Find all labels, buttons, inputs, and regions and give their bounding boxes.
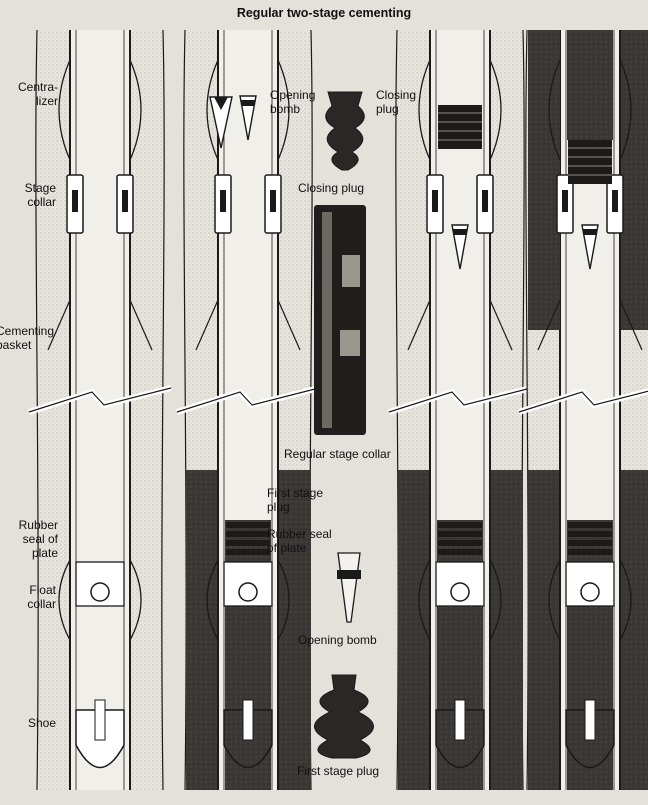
shoe-bore bbox=[454, 699, 466, 741]
centralizer-bow bbox=[129, 559, 142, 641]
wellbore-2 bbox=[176, 29, 320, 791]
diagram-title: Regular two-stage cementing bbox=[236, 6, 412, 20]
centralizer-bow bbox=[58, 59, 71, 161]
opening-bomb-bottom-band bbox=[337, 570, 361, 579]
wellbore-3 bbox=[388, 29, 532, 791]
closing-plug bbox=[438, 105, 482, 149]
float-valve-ball bbox=[450, 582, 470, 602]
opening-bomb-band bbox=[241, 100, 255, 106]
wellbore-4 bbox=[518, 29, 648, 791]
stage-collar-port bbox=[562, 190, 568, 212]
stage-collar-port bbox=[122, 190, 128, 212]
stage-collar-port-part bbox=[342, 255, 360, 287]
centralizer-bow bbox=[489, 59, 502, 161]
centralizer-bow bbox=[418, 559, 431, 641]
stage-collar-port bbox=[270, 190, 276, 212]
rubber-seal-rib bbox=[438, 522, 482, 528]
stage-collar-port bbox=[432, 190, 438, 212]
centralizer-bow bbox=[489, 559, 502, 641]
centralizer-bow bbox=[619, 559, 632, 641]
first-stage-plug-part bbox=[314, 674, 374, 759]
casing-interior bbox=[70, 30, 130, 790]
rubber-seal-rib bbox=[226, 531, 270, 537]
label-rubber-seal-mid: Rubber seal of plate bbox=[267, 527, 332, 555]
label-stage-collar: Stage collar bbox=[24, 181, 56, 209]
opening-bomb bbox=[239, 95, 257, 141]
label-closing-plug-top: Closing plug bbox=[376, 88, 417, 116]
label-cementing-basket: Cementing basket bbox=[0, 324, 55, 352]
rubber-seal-rib bbox=[438, 540, 482, 546]
annulus-cement-right bbox=[279, 470, 311, 790]
closing-plug bbox=[568, 140, 612, 184]
rubber-seal-rib bbox=[226, 540, 270, 546]
stage-collar-port bbox=[220, 190, 226, 212]
label-opening-bomb-top: Opening bomb bbox=[270, 88, 316, 116]
break-line bbox=[176, 387, 320, 413]
shoe-bore bbox=[94, 699, 106, 741]
centralizer-bow bbox=[418, 59, 431, 161]
label-first-stage-plug-bottom: First stage plug bbox=[297, 764, 380, 778]
centralizer-bow bbox=[277, 559, 290, 641]
cementing-basket bbox=[47, 299, 153, 351]
centralizer-bow bbox=[548, 559, 561, 641]
annulus-cement-upper-right bbox=[621, 30, 648, 330]
float-valve-ball bbox=[90, 582, 110, 602]
label-closing-plug-mid: Closing plug bbox=[298, 181, 365, 195]
centralizer-bow bbox=[58, 559, 71, 641]
label-regular-stage-collar: Regular stage collar bbox=[284, 447, 391, 461]
rubber-seal-rib bbox=[568, 549, 612, 555]
shoe-bore bbox=[242, 699, 254, 741]
rubber-seal-rib bbox=[226, 522, 270, 528]
rubber-seal-rib bbox=[438, 531, 482, 537]
opening-bomb-band bbox=[453, 229, 467, 235]
annulus-cement-right bbox=[491, 470, 523, 790]
regular-stage-collar-part bbox=[314, 205, 366, 435]
opening-bomb bbox=[581, 224, 599, 270]
centralizer-bow bbox=[206, 59, 219, 161]
rubber-seal-rib bbox=[568, 522, 612, 528]
rubber-seal-rib bbox=[226, 549, 270, 555]
opening-bomb bbox=[451, 224, 469, 270]
break-line bbox=[518, 390, 648, 413]
opening-bomb-bottom-part bbox=[337, 552, 361, 623]
rubber-seal-rib bbox=[568, 531, 612, 537]
label-opening-bomb-bottom: Opening bomb bbox=[298, 633, 377, 647]
cementing-basket bbox=[407, 299, 513, 351]
borehole-wall-right bbox=[161, 29, 165, 791]
centralizer-bow bbox=[206, 559, 219, 641]
centralizer-bow bbox=[277, 59, 290, 161]
label-float-collar: Float collar bbox=[27, 583, 56, 611]
stage-collar-port bbox=[482, 190, 488, 212]
centralizer-bow bbox=[619, 59, 632, 161]
label-rubber-seal-left: Rubber seal of plate bbox=[18, 518, 58, 560]
stage-collar-port-part bbox=[340, 330, 360, 356]
opening-bomb-band bbox=[583, 229, 597, 235]
break-line bbox=[388, 387, 532, 413]
opening-bomb-tip bbox=[214, 97, 228, 110]
break-line bbox=[28, 387, 172, 413]
float-valve-ball bbox=[580, 582, 600, 602]
shoe-bore bbox=[584, 699, 596, 741]
float-valve-ball bbox=[238, 582, 258, 602]
stage-collar-port bbox=[72, 190, 78, 212]
closing-plug-part bbox=[325, 91, 365, 171]
cementing-basket bbox=[537, 299, 643, 351]
wellbore-1 bbox=[28, 29, 172, 791]
borehole-wall-left bbox=[35, 29, 39, 791]
label-centralizer: Centra- lizer bbox=[17, 80, 58, 108]
centralizer-bow bbox=[129, 59, 142, 161]
centralizer-bow bbox=[548, 59, 561, 161]
rubber-seal-rib bbox=[438, 549, 482, 555]
annulus-cement-upper-left bbox=[528, 30, 560, 330]
label-first-stage-plug-mid: First stage plug bbox=[267, 486, 324, 514]
rubber-seal-rib bbox=[568, 540, 612, 546]
label-shoe: Shoe bbox=[27, 716, 56, 730]
cementing-basket bbox=[195, 299, 301, 351]
stage-collar-highlight bbox=[322, 212, 332, 428]
stage-collar-port bbox=[612, 190, 618, 212]
upper-cement bbox=[567, 30, 613, 140]
